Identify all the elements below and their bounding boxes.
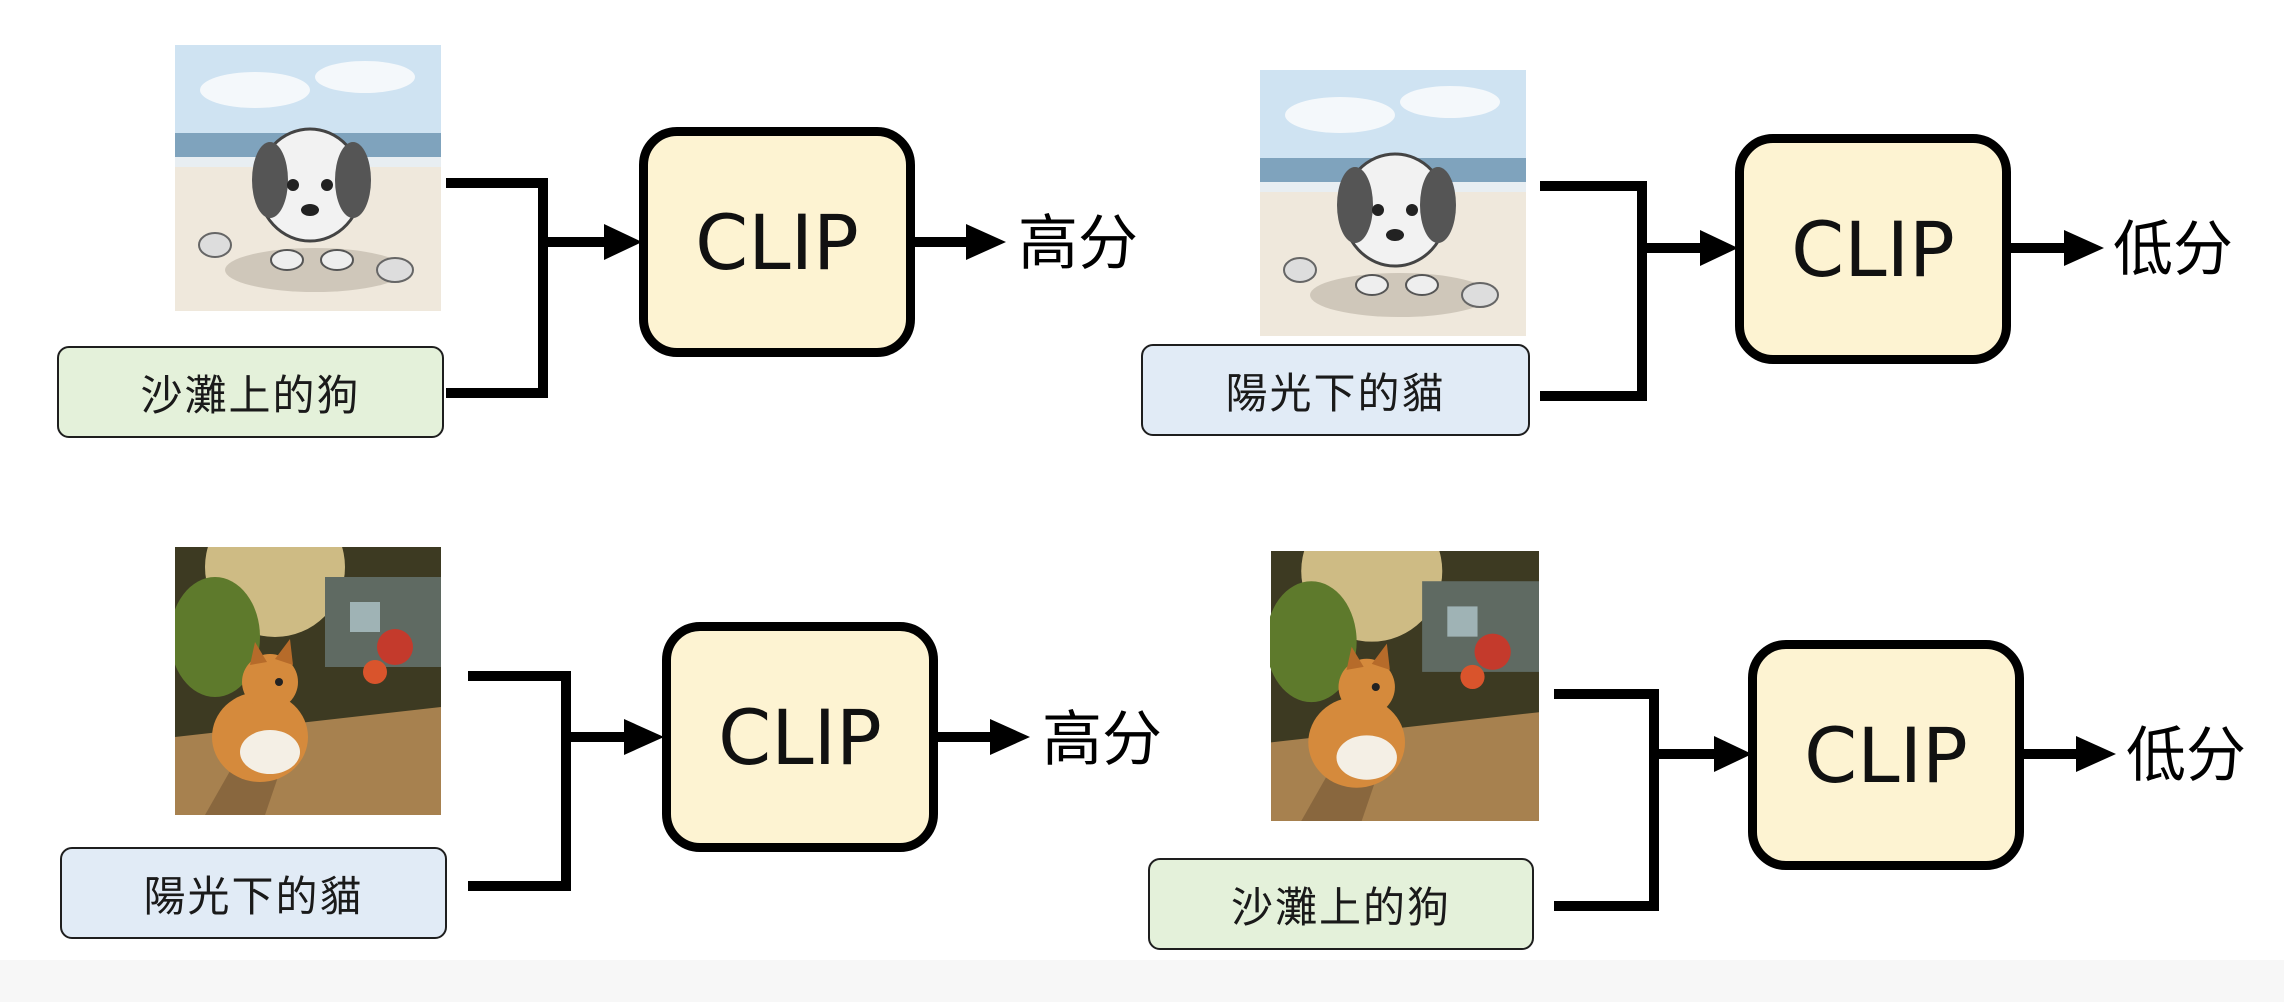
connector-3 — [468, 671, 571, 891]
arrowhead-out-2 — [2064, 230, 2104, 266]
arrowhead-out-4 — [2076, 736, 2116, 772]
connector-1 — [446, 178, 548, 398]
sunlit-cat-image-1 — [175, 547, 441, 815]
clip-model-box-1: CLIP — [639, 127, 915, 357]
arrowhead-out-1 — [966, 224, 1006, 260]
score-label-3: 高分 — [1042, 705, 1162, 775]
caption-label-3: 陽光下的貓 — [60, 847, 447, 939]
beach-dog-image-2 — [1260, 70, 1526, 336]
beach-dog-image-1 — [175, 45, 441, 311]
arrowhead-in-3 — [624, 719, 664, 755]
arrowhead-in-4 — [1714, 736, 1752, 772]
caption-label-1: 沙灘上的狗 — [57, 346, 444, 438]
connector-4 — [1554, 689, 1659, 911]
arrowhead-in-2 — [1700, 230, 1738, 266]
clip-model-box-4: CLIP — [1748, 640, 2024, 870]
arrowhead-in-1 — [604, 224, 642, 260]
score-label-1: 高分 — [1018, 209, 1138, 279]
clip-model-box-2: CLIP — [1735, 134, 2011, 364]
clip-model-box-3: CLIP — [662, 622, 938, 852]
bottom-band — [0, 960, 2284, 1002]
arrowhead-out-3 — [990, 719, 1030, 755]
sunlit-cat-image-2 — [1270, 551, 1540, 821]
caption-label-2: 陽光下的貓 — [1141, 344, 1530, 436]
caption-label-4: 沙灘上的狗 — [1148, 858, 1534, 950]
score-label-2: 低分 — [2113, 215, 2233, 285]
connector-2 — [1540, 181, 1647, 401]
score-label-4: 低分 — [2126, 721, 2246, 791]
